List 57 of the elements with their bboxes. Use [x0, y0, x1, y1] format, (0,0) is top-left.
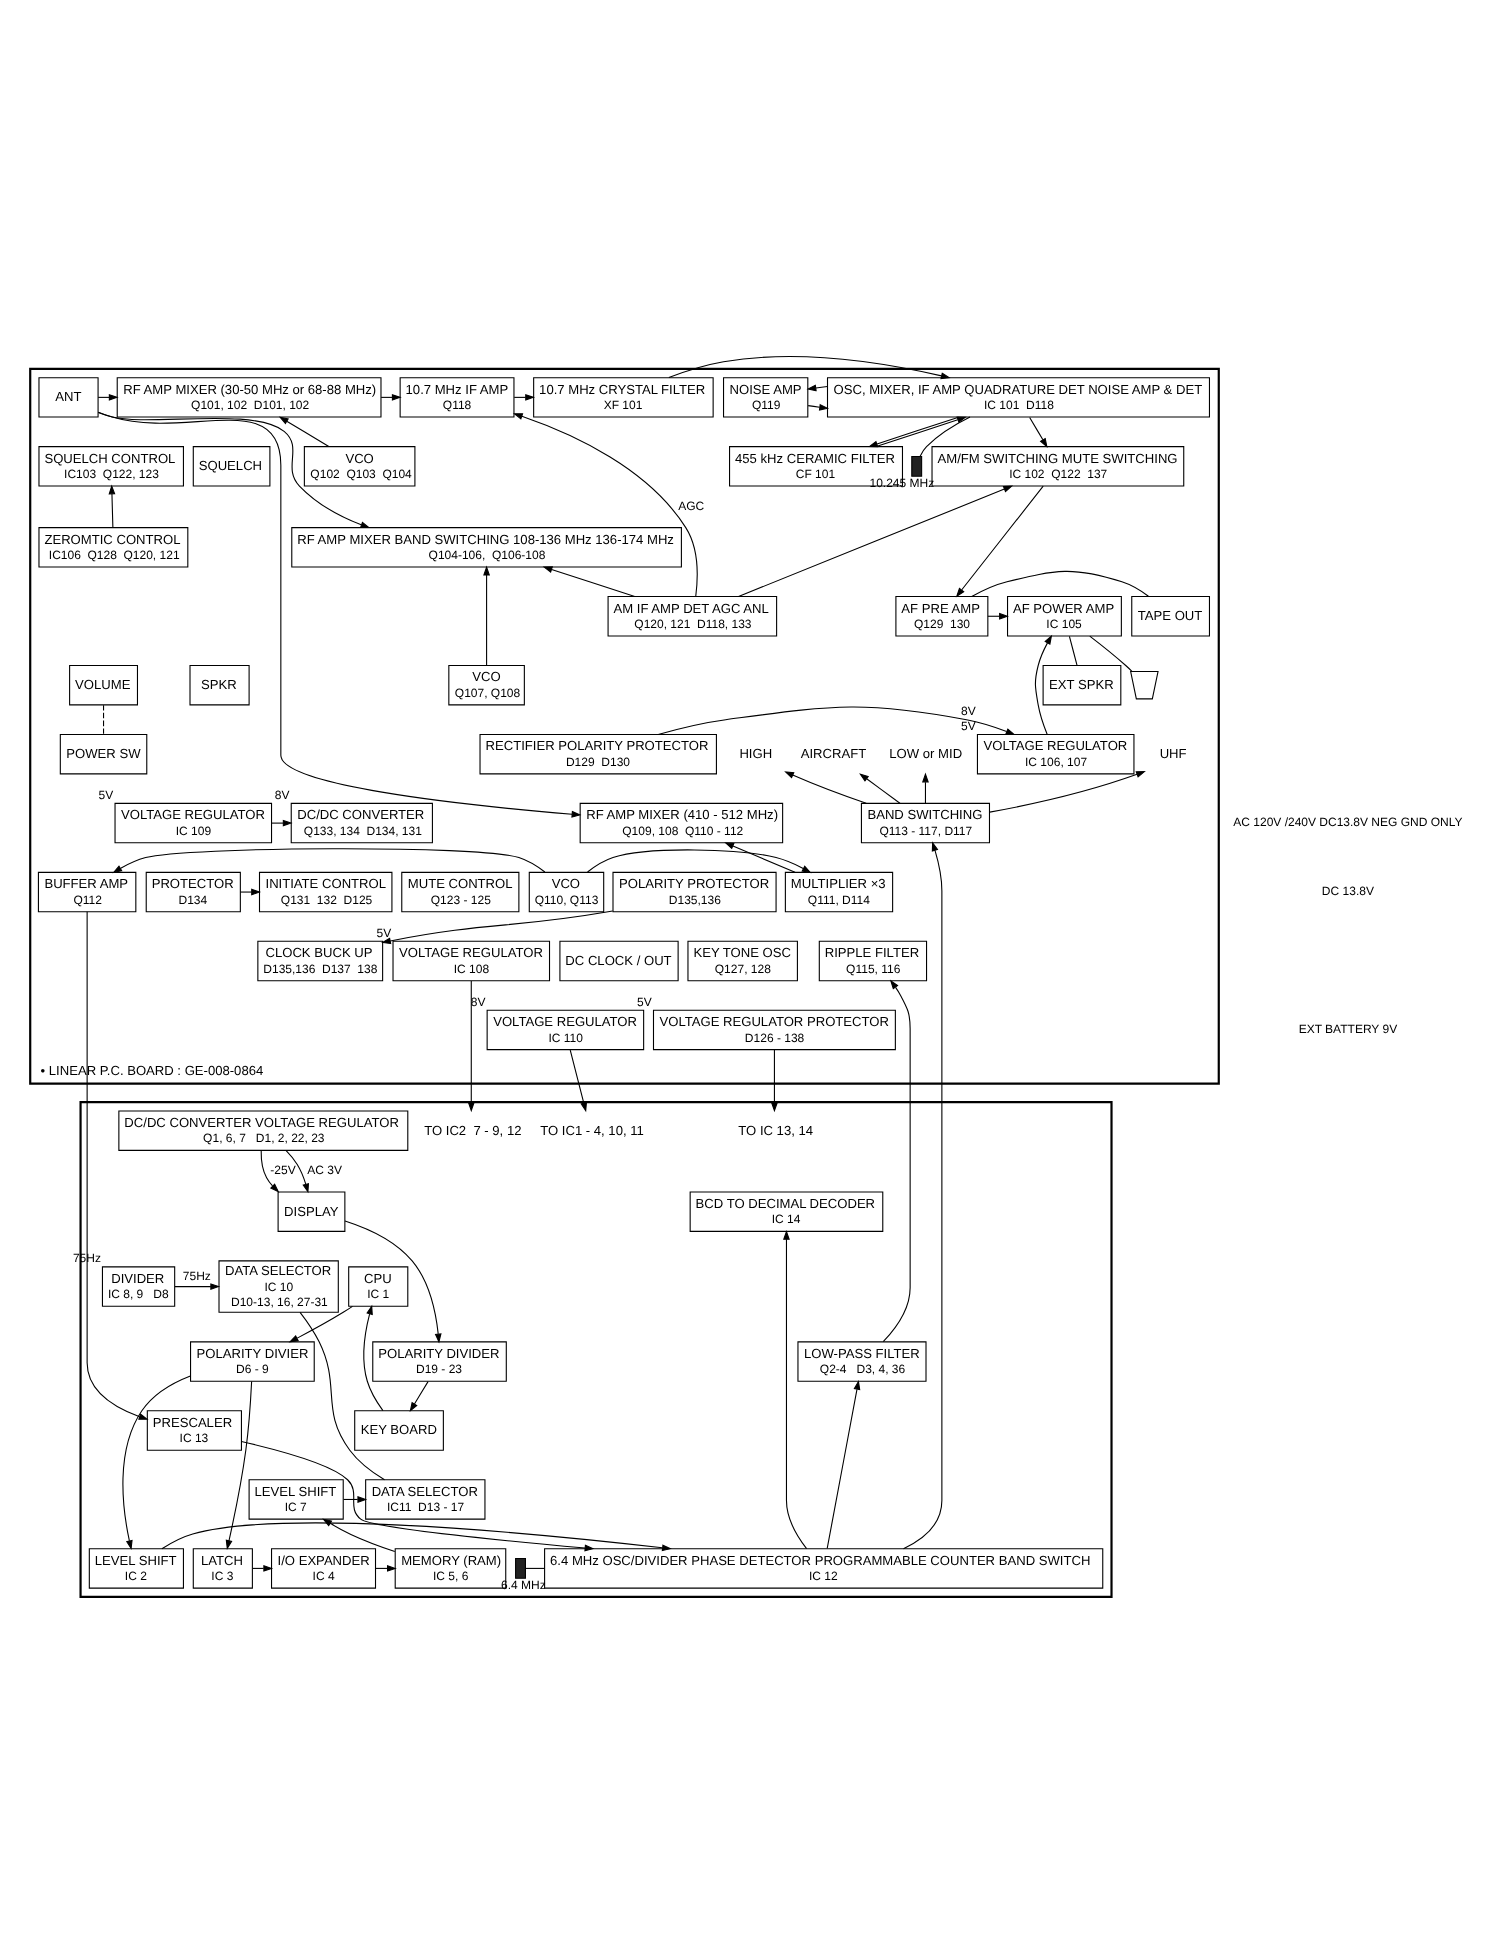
- arrow: [882, 978, 911, 1342]
- connector: [1068, 634, 1078, 665]
- arrow: [260, 1149, 280, 1192]
- arrow: [826, 1378, 861, 1548]
- arrow: [738, 484, 1014, 597]
- arrow: [161, 1521, 672, 1551]
- arrow: [97, 410, 582, 817]
- arrow: [381, 909, 614, 944]
- connector: [525, 1566, 546, 1568]
- arrow: [380, 392, 402, 400]
- arrow: [806, 383, 828, 391]
- arrow: [108, 483, 116, 527]
- arrow: [512, 412, 698, 597]
- arrow: [1029, 415, 1048, 447]
- arrow: [483, 564, 491, 665]
- arrow: [668, 355, 951, 379]
- node-crystal: [515, 1557, 526, 1578]
- arrow: [239, 887, 261, 895]
- arrow: [859, 772, 901, 803]
- arrow: [240, 1439, 595, 1551]
- arrow: [97, 411, 371, 528]
- arrow: [513, 392, 536, 400]
- arrow: [1034, 633, 1053, 734]
- arrow: [955, 484, 1044, 597]
- connector: [1089, 634, 1133, 671]
- connector: [299, 1310, 386, 1480]
- node-crystal: [911, 454, 923, 476]
- arrow: [363, 1303, 384, 1411]
- arrow: [97, 392, 119, 400]
- arrow: [112, 847, 546, 873]
- arrow: [784, 770, 867, 803]
- arrow: [569, 1048, 588, 1112]
- arrow: [288, 1304, 354, 1342]
- arrow: [122, 1374, 191, 1550]
- arrow: [724, 841, 796, 872]
- arrow: [409, 1380, 429, 1412]
- connector: [103, 703, 105, 734]
- node-speaker: [1130, 670, 1159, 699]
- arrow: [771, 1048, 778, 1112]
- arrow: [86, 910, 149, 1419]
- connector: [919, 415, 971, 456]
- arrow: [922, 771, 929, 803]
- arrow: [225, 1379, 253, 1549]
- arrow: [657, 705, 1016, 734]
- arrow: [278, 415, 330, 447]
- connector: [971, 569, 1149, 597]
- arrow: [542, 565, 636, 597]
- arrow: [285, 1148, 310, 1193]
- arrow: [989, 770, 1146, 812]
- arrow: [587, 848, 812, 873]
- arrow: [344, 1219, 442, 1343]
- arrow: [902, 840, 943, 1549]
- arrow: [807, 402, 830, 410]
- arrow: [174, 1282, 221, 1290]
- arrow: [271, 818, 293, 826]
- arrow: [467, 979, 475, 1112]
- arrow: [783, 1228, 808, 1549]
